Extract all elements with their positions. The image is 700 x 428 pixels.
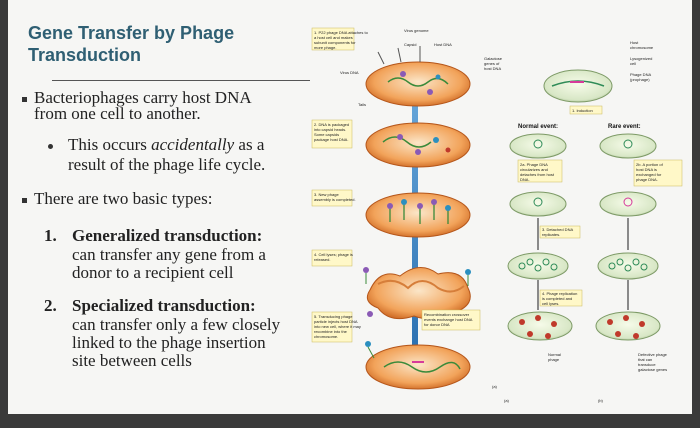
transduction-figure: 1. P22 phage DNA attaches to a host cell… <box>311 27 683 403</box>
slide-title: Gene Transfer by Phage Transduction <box>28 23 235 65</box>
svg-text:host DNA is: host DNA is <box>636 167 657 172</box>
svg-text:a host cell and makes: a host cell and makes <box>314 35 353 40</box>
svg-text:for donor DNA: for donor DNA <box>424 322 450 327</box>
svg-text:1. Induction: 1. Induction <box>572 108 593 113</box>
svg-text:DNA.: DNA. <box>520 177 530 182</box>
svg-text:Capsid: Capsid <box>404 42 416 47</box>
cell-stage-2 <box>365 122 471 168</box>
svg-text:into new cell, where it may: into new cell, where it may <box>314 324 361 329</box>
svg-text:2. DNA is packaged: 2. DNA is packaged <box>314 122 349 127</box>
svg-text:Tails: Tails <box>358 102 366 107</box>
svg-text:Recombination crossover: Recombination crossover <box>424 312 470 317</box>
bullet-1-line-2: from one cell to another. <box>34 104 201 123</box>
svg-text:cell: cell <box>630 61 636 66</box>
svg-text:events exchange host DNA: events exchange host DNA <box>424 317 473 322</box>
svg-text:is completed and: is completed and <box>542 296 572 301</box>
svg-text:replicates.: replicates. <box>542 232 560 237</box>
cell-stage-4-lysis <box>363 267 471 320</box>
svg-text:3. New phage: 3. New phage <box>314 192 339 197</box>
bullet-2-emphasis: accidentally <box>151 135 235 154</box>
panel-a-sub-label: (a) <box>504 398 510 403</box>
type-2-desc-1: can transfer only a few closely <box>72 315 281 334</box>
bullet-square-icon <box>22 97 27 102</box>
svg-text:4. Phage replication: 4. Phage replication <box>542 291 577 296</box>
type-1-name: Generalized transduction: <box>72 226 263 245</box>
svg-text:detaches from host: detaches from host <box>520 172 555 177</box>
type-2-desc-2: linked to the phage insertion <box>72 333 266 352</box>
bullet-2-line-1: This occurs accidentally as a <box>68 135 264 154</box>
type-1-number: 1. <box>44 226 57 245</box>
svg-text:Galactose: Galactose <box>484 56 503 61</box>
type-1-desc-2: donor to a recipient cell <box>72 263 234 282</box>
svg-text:5. Transducing phage: 5. Transducing phage <box>314 314 353 319</box>
left-step-1-label: 1. P22 phage DNA attaches to <box>314 30 369 35</box>
svg-text:chromosome: chromosome <box>630 45 654 50</box>
svg-text:4. Cell lyses; phage is: 4. Cell lyses; phage is <box>314 252 353 257</box>
svg-text:assembly is completed.: assembly is completed. <box>314 197 356 202</box>
type-1-desc-1: can transfer any gene from a <box>72 245 266 264</box>
svg-text:phage: phage <box>548 357 560 362</box>
panel-b-specialized: Host chromosome Lysogenized cell Phage D… <box>484 40 683 403</box>
svg-text:2b. A portion of: 2b. A portion of <box>636 162 664 167</box>
panel-a-label: (a) <box>492 384 498 389</box>
panel-a-generalized: 1. P22 phage DNA attaches to a host cell… <box>311 27 498 390</box>
type-2-desc-3: site between cells <box>72 351 192 370</box>
svg-text:Defective phage: Defective phage <box>638 352 668 357</box>
cell-stage-1 <box>365 46 471 107</box>
svg-text:Virus DNA: Virus DNA <box>340 70 359 75</box>
svg-text:circularizes and: circularizes and <box>520 167 548 172</box>
svg-text:Some capsids: Some capsids <box>314 132 339 137</box>
left-step-labels: 1. P22 phage DNA attaches to a host cell… <box>311 27 498 389</box>
svg-text:particle injects host DNA: particle injects host DNA <box>314 319 358 324</box>
svg-text:transduce: transduce <box>638 362 656 367</box>
rare-event-label: Rare event: <box>608 124 641 130</box>
svg-text:that can: that can <box>638 357 652 362</box>
svg-text:Virus genome: Virus genome <box>404 28 429 33</box>
bullet-1-line-1: Bacteriophages carry host DNA <box>34 88 252 107</box>
svg-text:galactose genes: galactose genes <box>638 367 667 372</box>
svg-text:Lysogenized: Lysogenized <box>630 56 652 61</box>
svg-text:recombine into the: recombine into the <box>314 329 348 334</box>
svg-text:released.: released. <box>314 257 330 262</box>
svg-text:Host: Host <box>630 40 639 45</box>
slide: Gene Transfer by Phage Transduction Bact… <box>8 0 692 414</box>
svg-text:Normal: Normal <box>548 352 561 357</box>
bullet-2-pre: This occurs <box>68 135 152 154</box>
svg-text:subunit components for: subunit components for <box>314 40 356 45</box>
svg-text:exchanged for: exchanged for <box>636 172 662 177</box>
bullet-2-line-2: result of the phage life cycle. <box>68 155 266 174</box>
svg-text:into capsid heads.: into capsid heads. <box>314 127 346 132</box>
panel-b-label: (b) <box>598 398 604 403</box>
svg-text:genes of: genes of <box>484 61 500 66</box>
bullet-2-post: as a <box>234 135 265 154</box>
svg-text:2a. Phage DNA: 2a. Phage DNA <box>520 162 548 167</box>
rare-event-cells: 2b. A portion of host DNA is exchanged f… <box>595 133 683 372</box>
title-divider <box>52 80 310 81</box>
bullet-square-icon <box>22 198 27 203</box>
svg-text:3. Detached DNA: 3. Detached DNA <box>542 227 573 232</box>
cell-stage-5 <box>365 341 471 390</box>
svg-text:phage DNA.: phage DNA. <box>636 177 658 182</box>
svg-text:Phage DNA: Phage DNA <box>630 72 651 77</box>
svg-text:chromosome.: chromosome. <box>314 334 338 339</box>
svg-text:cell lyses.: cell lyses. <box>542 301 559 306</box>
svg-text:package host DNA.: package host DNA. <box>314 137 348 142</box>
bullet-dot-icon <box>48 144 53 149</box>
svg-text:more phage.: more phage. <box>314 45 336 50</box>
svg-text:(prophage): (prophage) <box>630 77 650 82</box>
type-2-number: 2. <box>44 296 57 315</box>
normal-event-cells: 2a. Phage DNA circularizes and detaches … <box>507 133 573 362</box>
normal-event-label: Normal event: <box>518 124 558 130</box>
svg-text:host DNA: host DNA <box>484 66 501 71</box>
bullet-3: There are two basic types: <box>34 189 213 208</box>
svg-text:Host DNA: Host DNA <box>434 42 452 47</box>
type-2-name: Specialized transduction: <box>72 296 256 315</box>
cell-stage-3 <box>365 192 471 238</box>
